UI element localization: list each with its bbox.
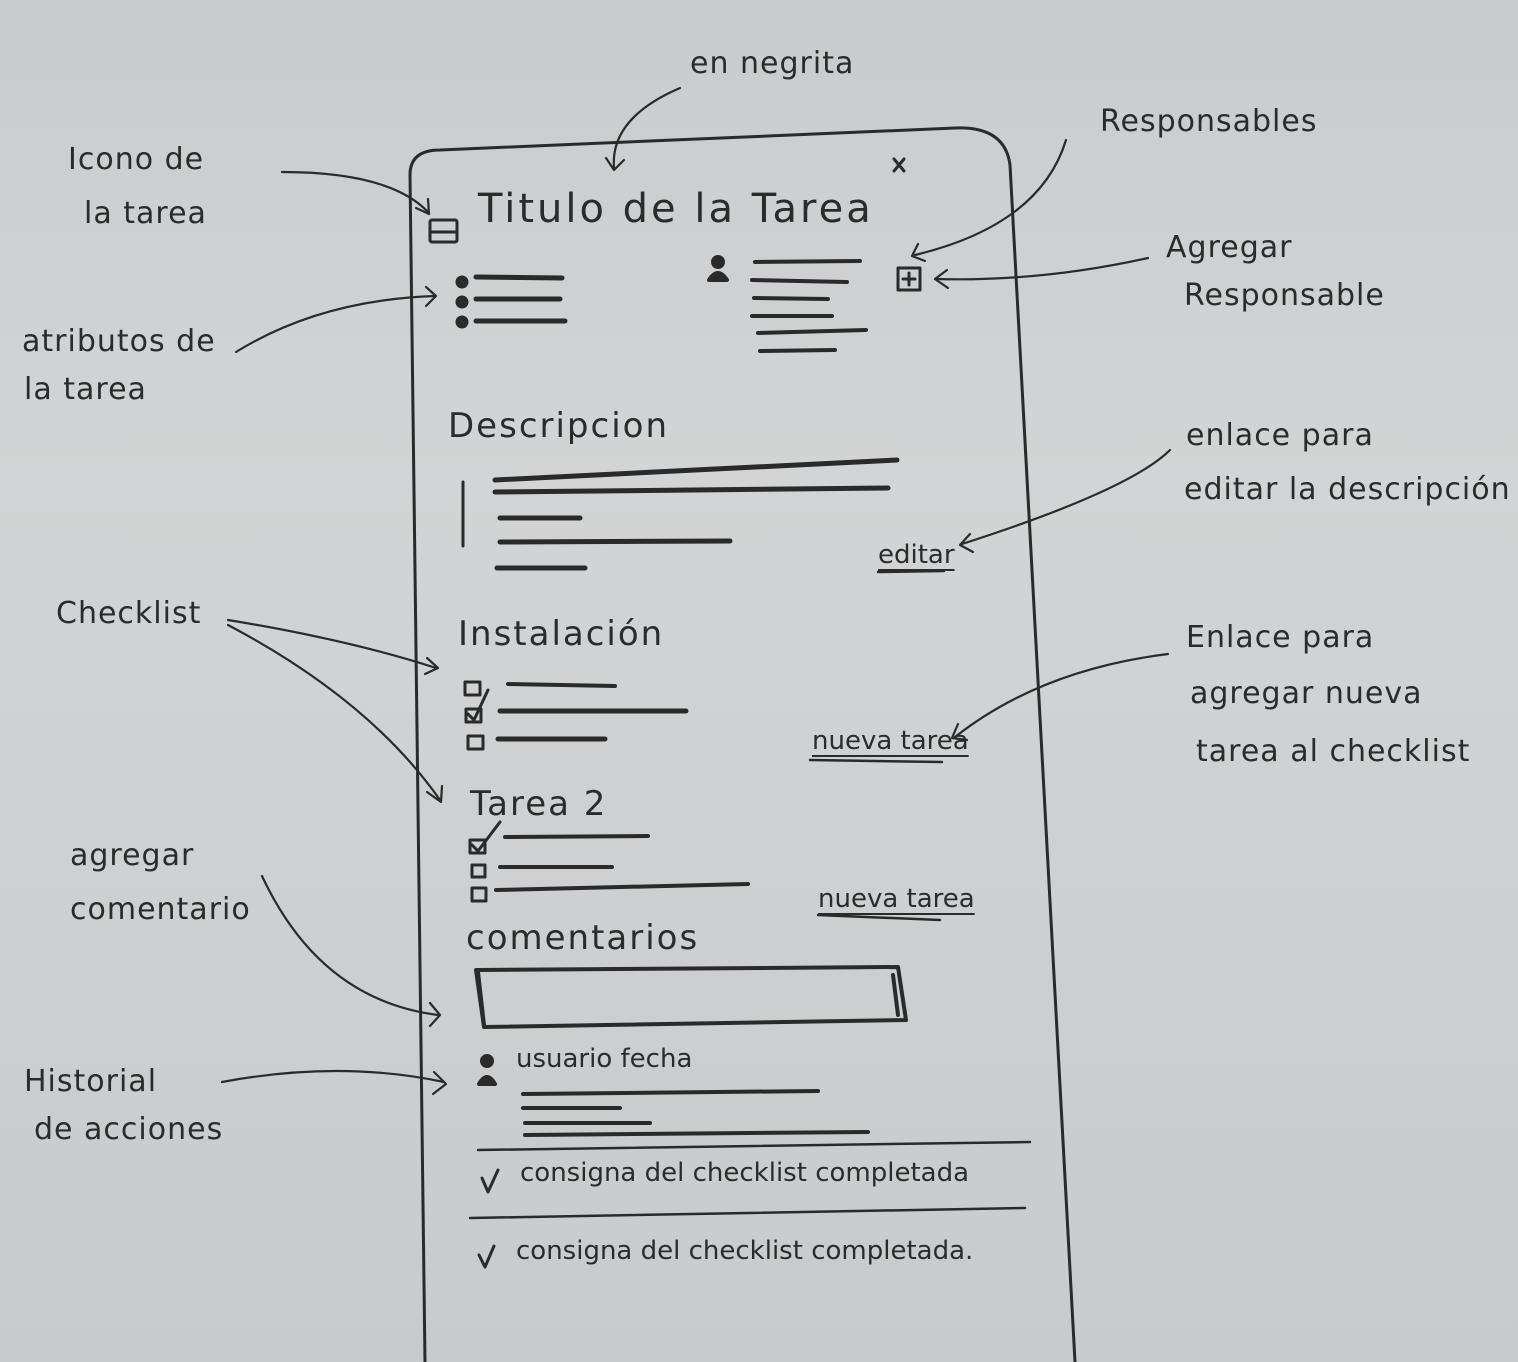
checklist-1-new-item-link[interactable]: nueva tarea [812, 726, 969, 756]
comment-box-outline [474, 965, 908, 1029]
history-item-2: consigna del checklist completada. [516, 1236, 974, 1266]
comment-input[interactable] [484, 974, 894, 1020]
comment-entry [477, 1054, 870, 1137]
annotation-icon-line1: Icono de [68, 142, 205, 177]
close-icon [892, 157, 906, 173]
attributes-list [455, 274, 568, 329]
checklist-2-new-item-link[interactable]: nueva tarea [818, 884, 975, 914]
annotation-new-task-line3: tarea al checklist [1196, 734, 1471, 769]
annotation-arrows [220, 86, 1172, 1096]
modal-frame [408, 126, 1077, 1362]
checklist-1-items [463, 680, 689, 751]
annotation-attributes-line1: atributos de [22, 324, 216, 359]
annotation-attributes-line2: la tarea [24, 372, 147, 407]
annotation-history-line1: Historial [24, 1064, 158, 1099]
add-assignee-plus-icon [896, 266, 922, 292]
annotation-edit-desc-line2: editar la descripción [1184, 472, 1511, 507]
annotation-add-comment-line2: comentario [70, 892, 251, 927]
annotation-add-comment-line1: agregar [70, 838, 195, 873]
checklist-2-items [468, 820, 750, 903]
description-heading: Descripcion [448, 406, 670, 446]
history-divider-2 [468, 1206, 1027, 1220]
annotation-checklist: Checklist [56, 596, 202, 631]
description-lines [461, 457, 900, 571]
history-check-icons [477, 1168, 500, 1269]
history-item-1: consigna del checklist completada [520, 1158, 970, 1188]
annotation-add-assignee-line1: Agregar [1166, 230, 1293, 265]
annotation-new-task-line2: agregar nueva [1190, 676, 1423, 711]
checklist-2-heading: Tarea 2 [470, 784, 608, 824]
task-title: Titulo de la Tarea [478, 186, 874, 232]
annotation-icon-line2: la tarea [84, 196, 207, 231]
annotation-add-assignee-line2: Responsable [1184, 278, 1385, 313]
annotation-history-line2: de acciones [34, 1112, 224, 1147]
edit-description-link[interactable]: editar [878, 540, 955, 570]
annotation-edit-desc-line1: enlace para [1186, 418, 1374, 453]
checklist-1-heading: Instalación [458, 614, 665, 654]
assignees-list [707, 255, 868, 353]
task-icon [428, 218, 459, 244]
annotation-assignees: Responsables [1100, 104, 1318, 139]
link-underlines [808, 569, 946, 922]
annotation-new-task-line1: Enlace para [1186, 620, 1375, 655]
comment-meta: usuario fecha [516, 1044, 693, 1074]
annotation-bold: en negrita [690, 46, 855, 81]
comments-heading: comentarios [466, 918, 700, 958]
history-divider-1 [476, 1140, 1032, 1152]
